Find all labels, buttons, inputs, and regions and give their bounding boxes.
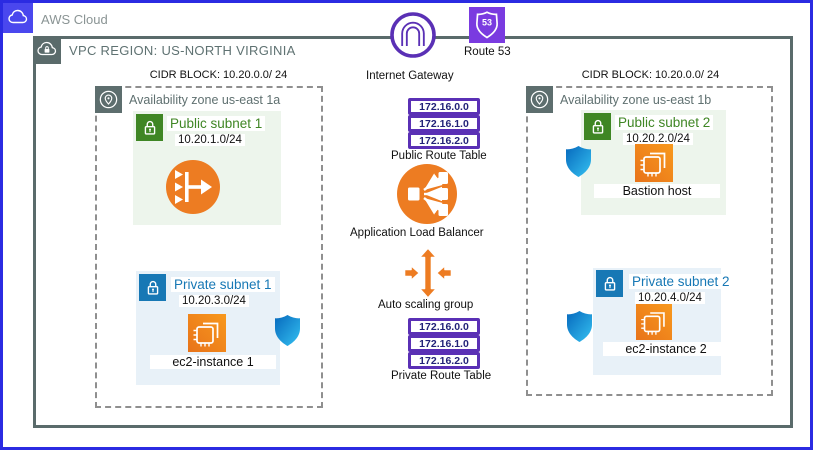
availability-zone-icon [526, 86, 553, 113]
availability-zone-icon [95, 86, 122, 113]
aws-cloud-icon [3, 3, 33, 33]
availability-zone-1-label: Availability zone us-east 1a [129, 93, 281, 107]
private-route-table: 172.16.0.0 172.16.1.0 172.16.2.0 [408, 318, 480, 369]
private-subnet-1-title: Private subnet 1 [171, 277, 275, 292]
ec2-instance-1-label: ec2-instance 1 [150, 355, 276, 369]
availability-zone-2-label: Availability zone us-east 1b [560, 93, 712, 107]
public-subnet-2-cidr: 10.20.2.0/24 [623, 133, 693, 145]
private-subnet-lock-icon [139, 274, 166, 301]
private-subnet-2-title: Private subnet 2 [629, 274, 733, 289]
cidr-block-label: CIDR BLOCK: 10.20.0.0/ 24 [555, 69, 746, 81]
ec2-instance-2-label: ec2-instance 2 [603, 342, 729, 356]
location-pin-icon [99, 90, 118, 109]
public-subnet-2-title: Public subnet 2 [615, 115, 714, 130]
route-entry: 172.16.2.0 [408, 352, 480, 369]
security-shield-icon [274, 314, 301, 352]
vpc-region-title: VPC REGION: US-NORTH VIRGINIA [69, 43, 296, 58]
private-route-table-label: Private Route Table [388, 370, 495, 382]
nat-gateway-icon [165, 159, 221, 220]
route-entry: 172.16.1.0 [408, 335, 480, 352]
svg-text:53: 53 [482, 17, 492, 27]
availability-zone-2-box [526, 86, 773, 396]
route-shield-icon: 53 [476, 11, 498, 39]
ec2-instance-2-icon [636, 304, 672, 340]
bastion-host-icon [635, 144, 673, 182]
bastion-host-label: Bastion host [594, 184, 720, 198]
security-shield-icon [566, 310, 593, 348]
private-subnet-1-cidr: 10.20.3.0/24 [179, 295, 249, 307]
route53-label: Route 53 [461, 46, 514, 58]
route-entry: 172.16.1.0 [408, 115, 480, 132]
ec2-instance-1-icon [188, 314, 226, 352]
public-subnet-lock-icon [584, 113, 611, 140]
route53-icon: 53 [469, 7, 505, 43]
aws-cloud-label: AWS Cloud [41, 12, 108, 27]
auto-scaling-icon [402, 247, 454, 304]
security-shield-icon [565, 145, 592, 183]
availability-zone-1-box [95, 86, 323, 408]
vpc-icon [33, 36, 61, 64]
public-subnet-1-title: Public subnet 1 [167, 116, 266, 131]
cidr-block-label: CIDR BLOCK: 10.20.0.0/ 24 [123, 69, 314, 81]
private-subnet-lock-icon [596, 270, 623, 297]
private-subnet-2-cidr: 10.20.4.0/24 [635, 292, 705, 304]
public-route-table: 172.16.0.0 172.16.1.0 172.16.2.0 [408, 98, 480, 149]
route-entry: 172.16.0.0 [408, 318, 480, 335]
internet-gateway-label: Internet Gateway [363, 70, 457, 82]
route-entry: 172.16.0.0 [408, 98, 480, 115]
vpc-cloud-lock-icon [37, 41, 57, 56]
cloud-icon [8, 9, 28, 24]
route-entry: 172.16.2.0 [408, 132, 480, 149]
public-subnet-1-cidr: 10.20.1.0/24 [175, 134, 245, 146]
internet-gateway-icon [389, 11, 437, 64]
load-balancer-label: Application Load Balancer [347, 227, 487, 239]
location-pin-icon [530, 90, 549, 109]
public-subnet-lock-icon [136, 114, 163, 141]
public-route-table-label: Public Route Table [388, 150, 490, 162]
application-load-balancer-icon [396, 163, 458, 230]
auto-scaling-label: Auto scaling group [375, 299, 477, 311]
